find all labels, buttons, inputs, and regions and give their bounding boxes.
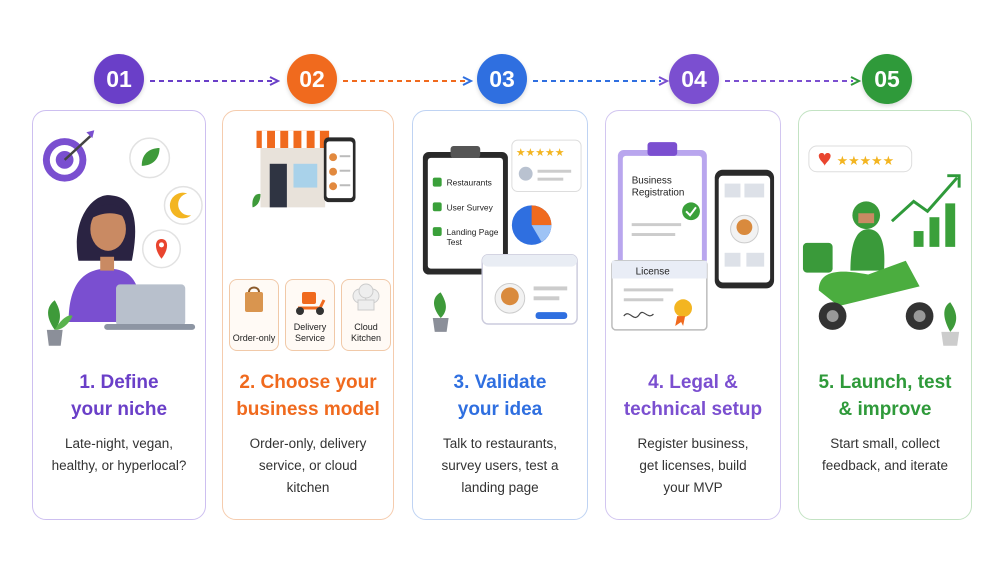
step-3-card: Restaurants User Survey Landing Page Tes… xyxy=(412,110,588,520)
plant-icon xyxy=(941,302,960,346)
step-2-description: Order-only, delivery service, or cloud k… xyxy=(249,436,367,495)
moon-bubble-icon xyxy=(163,185,203,225)
define-niche-illustration xyxy=(42,130,203,346)
step-5-card: ★★★★★ 5. Launch, test & improve xyxy=(798,110,972,520)
step-3-badge: 03 xyxy=(477,54,527,104)
scooter-icon xyxy=(296,292,326,315)
model-order-only: Order-only xyxy=(229,279,279,351)
chef-hat-icon xyxy=(352,283,380,311)
woman-with-laptop-icon xyxy=(68,195,196,330)
checklist-item-test: Test xyxy=(447,237,463,247)
svg-text:★★★★★: ★★★★★ xyxy=(516,147,565,159)
plant-icon xyxy=(252,193,261,208)
step-5-badge: 05 xyxy=(862,54,912,104)
connector-4-5 xyxy=(725,76,862,86)
step-3-description: Talk to restaurants, survey users, test … xyxy=(441,436,559,495)
storefront-icon xyxy=(256,130,330,208)
validate-idea-illustration: Restaurants User Survey Landing Page Tes… xyxy=(422,139,582,332)
plant-icon xyxy=(46,300,73,346)
checklist-item-restaurants: Restaurants xyxy=(447,178,492,188)
step-1-description: Late-night, vegan, healthy, or hyperloca… xyxy=(51,436,187,473)
connector-1-2 xyxy=(150,76,281,86)
growth-chart-icon xyxy=(890,174,961,247)
connector-2-3 xyxy=(343,76,474,86)
rating-bubble-icon: ★★★★★ xyxy=(808,145,913,173)
step-4-badge: 04 xyxy=(669,54,719,104)
legal-setup-illustration: Business Registration License xyxy=(611,142,775,331)
step-4-description: Register business, get licenses, build y… xyxy=(637,436,749,495)
license-certificate-icon: License xyxy=(611,259,708,331)
delivery-scooter-icon xyxy=(802,201,934,330)
registration-doc-title-2: Registration xyxy=(632,187,685,198)
svg-text:★★★★★: ★★★★★ xyxy=(837,153,895,168)
registration-clipboard-icon: Business Registration xyxy=(617,142,707,267)
step-3-title: 3. Validate your idea xyxy=(453,372,547,420)
checklist-item-landing-page: Landing Page xyxy=(447,227,499,237)
model-delivery-service: Delivery Service xyxy=(285,279,335,351)
step-1-title: 1. Define your niche xyxy=(70,372,168,420)
step-1-badge: 01 xyxy=(94,54,144,104)
clipboard-checklist-icon: Restaurants User Survey Landing Page Tes… xyxy=(422,146,508,275)
plant-icon xyxy=(432,292,449,332)
connector-3-4 xyxy=(533,76,670,86)
location-pin-icon xyxy=(141,229,182,269)
business-model-illustration xyxy=(252,130,356,208)
launch-illustration: ★★★★★ xyxy=(802,145,961,346)
mvp-app-phone-icon xyxy=(714,169,775,289)
checklist-item-user-survey: User Survey xyxy=(447,202,494,212)
step-4-title: 4. Legal & technical setup xyxy=(623,372,763,420)
target-icon xyxy=(42,130,95,182)
rating-card-icon: ★★★★★ xyxy=(511,139,582,193)
pie-chart-icon xyxy=(511,205,552,245)
landing-page-window-icon xyxy=(481,254,578,325)
registration-doc-title-1: Business xyxy=(632,176,672,187)
step-2-card: Order-only Delivery Service Cloud Kitche… xyxy=(222,110,394,520)
license-label: License xyxy=(636,267,671,278)
step-1-card: 1. Define your niche Late-night, vegan, … xyxy=(32,110,206,520)
step-2-title: 2. Choose your business model xyxy=(236,372,380,420)
leaf-bubble-icon xyxy=(129,137,171,179)
step-2-badge: 02 xyxy=(287,54,337,104)
model-cloud-kitchen: Cloud Kitchen xyxy=(341,279,391,351)
step-4-card: Business Registration License xyxy=(605,110,781,520)
step-5-description: Start small, collect feedback, and itera… xyxy=(821,436,949,473)
shopping-bag-icon xyxy=(245,286,263,312)
step-5-title: 5. Launch, test & improve xyxy=(818,372,952,420)
steps-header: 01 02 03 04 05 xyxy=(0,0,1000,110)
food-menu-phone-icon xyxy=(323,137,356,203)
